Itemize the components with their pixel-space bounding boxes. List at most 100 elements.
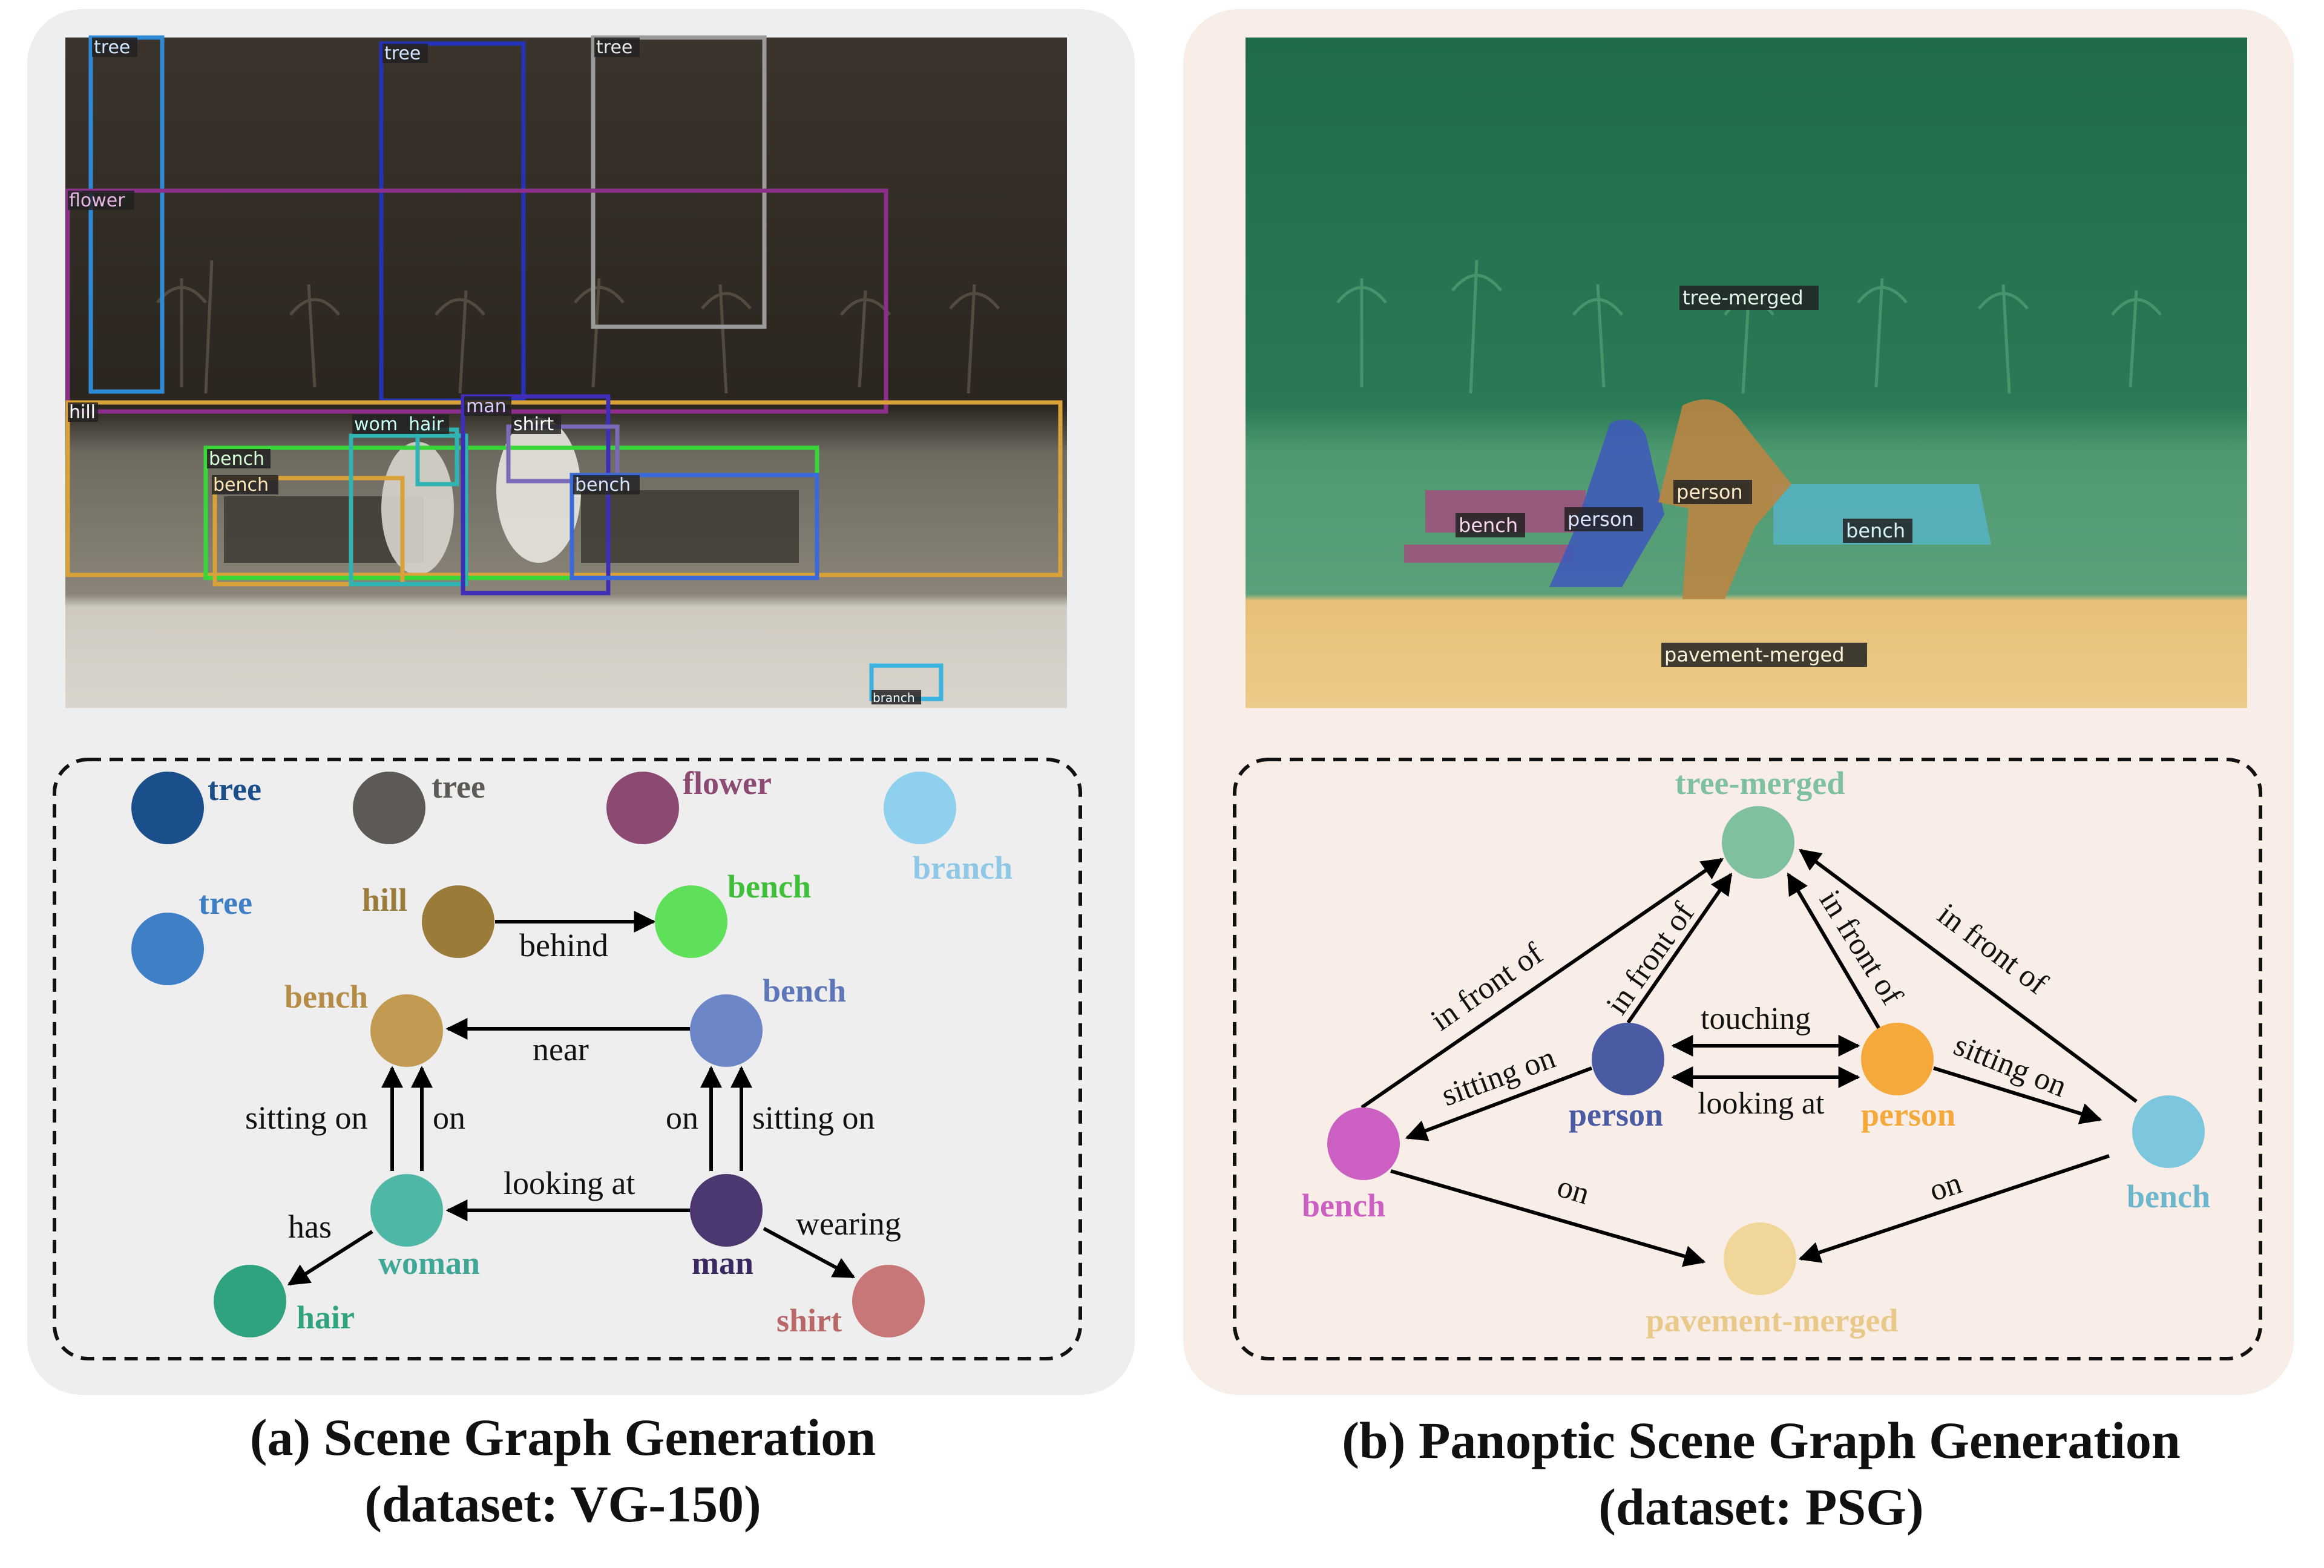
node-branch: [884, 772, 956, 844]
node-label-tree-merged: tree-merged: [1675, 765, 1845, 801]
node-label-flower: flower: [683, 765, 772, 801]
node-label-hair: hair: [297, 1299, 355, 1336]
photo-b-label-tree-merged: tree-merged: [1682, 286, 1804, 309]
edge-label-sitting-on: sitting on: [245, 1100, 368, 1136]
node-bench: [370, 994, 443, 1067]
edge-label-looking-at: looking at: [1698, 1086, 1825, 1121]
node-bench: [655, 885, 727, 958]
node-label-shirt: shirt: [776, 1302, 842, 1339]
edge-label-has: has: [288, 1209, 332, 1245]
node-tree: [131, 772, 204, 844]
node-man: [690, 1174, 763, 1247]
node-label-bench: bench: [727, 868, 811, 905]
node-label-tree: tree: [208, 771, 261, 807]
edge-bench-on-pavement: [1798, 1154, 2110, 1263]
edge-label-touching: touching: [1701, 1002, 1811, 1036]
photo-b-bench-right-mask: [1773, 484, 1991, 545]
photo-b-label-person: person: [1567, 508, 1634, 531]
photo-a-label-tree: tree: [596, 37, 632, 58]
panel-a-edge-labels: behind near sitting on on on sitting on …: [245, 927, 901, 1245]
node-tree: [131, 913, 204, 985]
photo-a-label-hair: hair: [409, 414, 444, 435]
panel-a-caption-line2: (dataset: VG-150): [364, 1475, 761, 1533]
edge-bench-in-front-of-tree: [1799, 848, 2138, 1103]
panel-a-graph-edges: [287, 911, 856, 1286]
photo-a-foliage: [156, 260, 1000, 394]
photo-b-label-person: person: [1676, 481, 1743, 504]
photo-b-person-left-mask: [1549, 419, 1664, 587]
node-label-woman: woman: [378, 1245, 480, 1281]
edge-label-sitting-on: sitting on: [752, 1100, 875, 1136]
photo-a-label-hill: hill: [69, 402, 96, 423]
node-hair: [214, 1265, 286, 1337]
node-person: [1861, 1023, 1934, 1095]
node-label-branch: branch: [913, 850, 1013, 886]
panel-b-graph-frame: [1233, 758, 2262, 1360]
photo-a-boxes: [65, 35, 1063, 701]
panel-b-graph-edges: [1361, 848, 2138, 1267]
node-bench: [690, 994, 763, 1067]
photo-a-label-tags: [68, 38, 921, 704]
photo-b-label-bench: bench: [1846, 519, 1905, 542]
photo-a-label-bench: bench: [213, 474, 269, 496]
panel-b-node-labels: tree-merged person person bench bench pa…: [1302, 765, 2210, 1339]
photo-a-label-shirt: shirt: [513, 414, 554, 435]
node-label-bench: bench: [2127, 1178, 2210, 1215]
edge-woman-has-hair: [287, 1230, 373, 1286]
node-label-hill: hill: [362, 882, 407, 918]
photo-a-label-man: man: [466, 396, 507, 417]
edge-label-wearing: wearing: [796, 1206, 901, 1242]
panel-b-photo: tree-merged bench person person bench pa…: [1246, 38, 2247, 708]
photo-b-label-tags: [1456, 286, 1912, 667]
node-tree-merged: [1722, 806, 1794, 879]
photo-a-label-text: tree tree tree flower hill wom hair man …: [69, 37, 915, 705]
panel-a-caption-line1: (a) Scene Graph Generation: [249, 1408, 876, 1466]
node-tree: [353, 772, 425, 844]
edge-person-sitting-on-bench: [1933, 1066, 2102, 1124]
node-woman: [370, 1174, 443, 1247]
photo-b-label-text: tree-merged bench person person bench pa…: [1459, 286, 1905, 666]
panel-b-caption-line2: (dataset: PSG): [1598, 1478, 1924, 1536]
panel-a-graph-frame: [53, 758, 1082, 1360]
node-label-tree: tree: [432, 769, 485, 805]
photo-a-bench-shape: [581, 490, 799, 563]
node-label-person: person: [1569, 1097, 1663, 1133]
panel-a-graph-nodes: [131, 772, 956, 1337]
edge-person-in-front-of-tree: [1787, 872, 1881, 1030]
edge-bench-in-front-of-tree: [1361, 858, 1724, 1109]
edge-label-behind: behind: [519, 927, 608, 963]
photo-a-label-flower: flower: [69, 190, 125, 211]
edge-person-in-front-of-tree: [1626, 873, 1733, 1024]
photo-b-label-pavement-merged: pavement-merged: [1664, 643, 1845, 666]
node-person: [1592, 1023, 1664, 1095]
node-bench: [1327, 1107, 1400, 1180]
edge-label-looking-at: looking at: [504, 1165, 635, 1201]
photo-a-label-bench: bench: [575, 474, 631, 496]
edge-label-on: on: [433, 1100, 465, 1136]
panel-b-graph-nodes: [1327, 806, 2205, 1295]
node-label-bench: bench: [763, 973, 846, 1009]
node-shirt: [852, 1265, 925, 1337]
panel-a-photo: tree tree tree flower hill wom hair man …: [65, 35, 1067, 708]
node-label-tree: tree: [199, 885, 252, 921]
node-label-pavement-merged: pavement-merged: [1646, 1302, 1899, 1339]
edge-bench-on-pavement: [1390, 1169, 1706, 1267]
node-bench: [2132, 1095, 2205, 1168]
edge-label-on: on: [666, 1100, 698, 1136]
node-label-man: man: [692, 1245, 753, 1281]
photo-a-label-woman: wom: [354, 414, 398, 435]
panel-b-caption-line1: (b) Panoptic Scene Graph Generation: [1342, 1411, 2181, 1469]
node-label-bench: bench: [284, 979, 368, 1015]
photo-a-label-branch: branch: [873, 691, 915, 705]
photo-a-label-tree: tree: [384, 43, 421, 64]
photo-a-label-tree: tree: [94, 37, 130, 58]
panel-a-node-labels: tree tree flower branch tree hill bench …: [199, 765, 1013, 1339]
node-flower: [606, 772, 679, 844]
node-label-person: person: [1861, 1097, 1955, 1133]
photo-a-man-shape: [496, 418, 581, 563]
photo-a-label-bench: bench: [209, 448, 264, 470]
edge-label-near: near: [533, 1031, 589, 1068]
node-pavement-merged: [1724, 1222, 1796, 1295]
edge-man-wearing-shirt: [763, 1227, 856, 1279]
